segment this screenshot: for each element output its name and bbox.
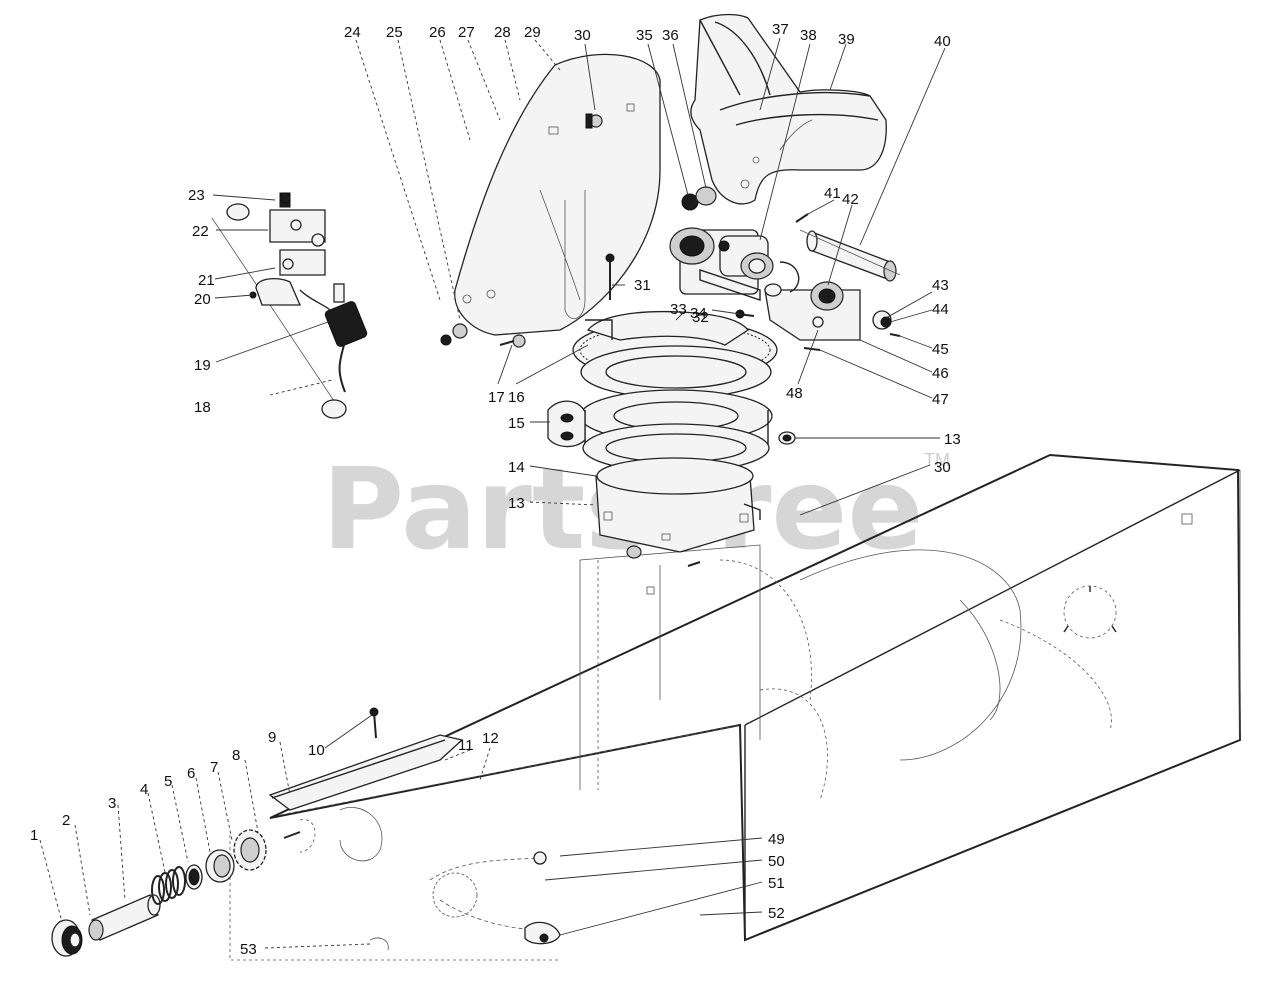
crank-shaft [799,229,901,282]
label-part-18: 18 [194,399,211,416]
auger-housing [269,453,1242,942]
label-part-2: 2 [62,812,70,829]
switch-assembly [211,192,368,419]
label-part-28: 28 [494,24,511,41]
label-part-29: 29 [524,24,541,41]
chute-deflector [454,53,661,336]
label-part-47: 47 [932,391,949,408]
label-part-26: 26 [429,24,446,41]
watermark-trademark: TM [924,450,950,470]
auger-spring [151,866,186,905]
label-part-24: 24 [344,24,361,41]
label-part-21: 21 [198,272,215,289]
label-part-12: 12 [482,730,499,747]
label-part-42: 42 [842,191,859,208]
label-part-5: 5 [164,773,172,790]
label-part-4: 4 [140,781,148,798]
part-number-labels: 1 2 3 4 5 6 7 8 9 10 11 12 13 14 15 16 1… [30,21,961,958]
chute-base [595,457,761,553]
label-part-37: 37 [772,21,789,38]
label-part-17: 17 [488,389,505,406]
chute-nut [681,186,717,211]
label-part-7: 7 [210,759,218,776]
chute-ring-flanges [579,345,773,473]
base-nuts [626,431,796,567]
deflector-fasteners [440,113,603,348]
label-part-30-lower: 30 [934,459,951,476]
label-part-43: 43 [932,277,949,294]
ring-clamp [547,400,586,448]
label-part-3: 3 [108,795,116,812]
label-part-23: 23 [188,187,205,204]
label-part-13: 13 [944,431,961,448]
label-part-10: 10 [308,742,325,759]
label-part-48: 48 [786,385,803,402]
label-part-20: 20 [194,291,211,308]
label-part-44: 44 [932,301,949,318]
label-part-32: 32 [692,309,709,326]
label-part-33: 33 [670,301,687,318]
label-part-53: 53 [240,941,257,958]
chute-hood [690,13,887,205]
label-part-8: 8 [232,747,240,764]
label-part-50: 50 [768,853,785,870]
label-part-46: 46 [932,365,949,382]
label-part-1: 1 [30,827,38,844]
label-part-25: 25 [386,24,403,41]
label-part-45: 45 [932,341,949,358]
label-part-16: 16 [508,389,525,406]
label-part-52: 52 [768,905,785,922]
chute-bracket [764,261,861,341]
label-part-27: 27 [458,24,475,41]
label-part-34: 34 [690,305,707,322]
label-part-38: 38 [800,27,817,44]
label-part-15: 15 [508,415,525,432]
label-part-49: 49 [768,831,785,848]
label-part-13-lower: 13 [508,495,525,512]
label-part-19: 19 [194,357,211,374]
label-part-30: 30 [574,27,591,44]
small-bolts [605,213,821,351]
label-part-22: 22 [192,223,209,240]
leader-lines [39,37,946,949]
drive-chain [369,851,561,951]
label-part-35: 35 [636,27,653,44]
bracket-nuts [872,310,901,337]
label-part-14: 14 [508,459,525,476]
label-part-40: 40 [934,33,951,50]
label-part-31: 31 [634,277,651,294]
chute-gear-assembly [669,227,774,301]
label-part-6: 6 [187,765,195,782]
label-part-51: 51 [768,875,785,892]
auger-shaft-parts [51,707,464,957]
label-part-39: 39 [838,31,855,48]
label-part-41: 41 [824,185,841,202]
label-part-36: 36 [662,27,679,44]
label-part-9: 9 [268,729,276,746]
label-part-11: 11 [458,737,474,754]
